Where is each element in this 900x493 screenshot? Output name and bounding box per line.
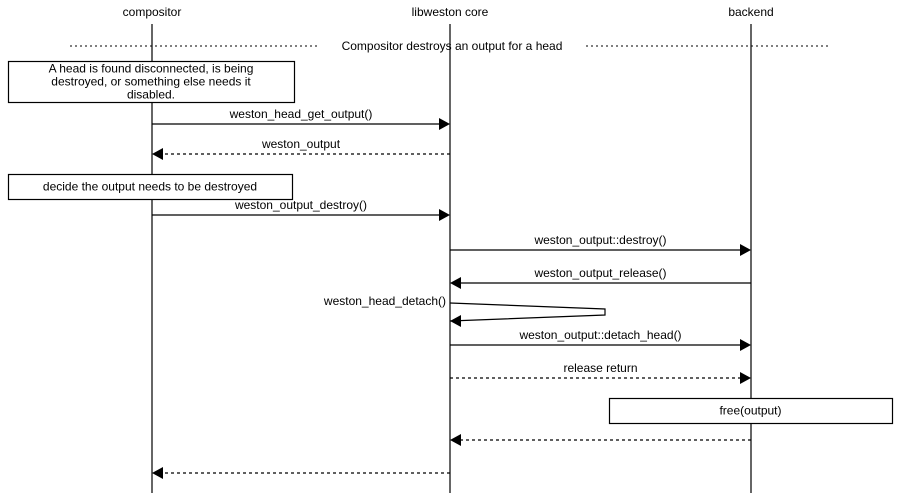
message-label-msg-weston-output-detach-head: weston_output::detach_head() (518, 328, 681, 342)
note-text-line-0: A head is found disconnected, is being (49, 62, 254, 76)
arrow-head-msg-release-return (740, 372, 751, 384)
note-note-head-disconnected: A head is found disconnected, is beingde… (7, 60, 296, 104)
actor-label-compositor: compositor (123, 5, 182, 19)
note-text-line-0: decide the output needs to be destroyed (43, 180, 257, 194)
note-text-line-2: disabled. (127, 88, 175, 102)
message-msg-weston-output-release: weston_output_release() (450, 266, 751, 289)
arrow-head-msg-weston-output-destroy (439, 209, 450, 221)
arrow-head-msg-weston-head-detach (450, 315, 461, 327)
note-text-line-1: destroyed, or something else needs it (51, 75, 251, 89)
message-msg-weston-head-detach: weston_head_detach() (323, 294, 606, 327)
note-note-free-output: free(output) (608, 397, 894, 425)
note-box-note-free-output (608, 397, 894, 425)
arrow-head-msg-weston-output-detach-head (740, 339, 751, 351)
banner-title-text: Compositor destroys an output for a head (342, 39, 563, 53)
message-msg-core-return (152, 467, 450, 479)
title-banner-layer: Compositor destroys an output for a head (70, 39, 830, 53)
message-label-msg-weston-output-release: weston_output_release() (533, 266, 666, 280)
message-label-msg-weston-head-detach: weston_head_detach() (323, 294, 446, 308)
arrow-head-msg-core-return (152, 467, 163, 479)
actor-labels-layer: compositor libweston core backend (123, 5, 774, 19)
message-label-msg-weston-output-destroy: weston_output_destroy() (234, 198, 367, 212)
arrow-head-msg-weston-head-get-output (439, 118, 450, 130)
selfcall-loop-msg-weston-head-detach (449, 302, 606, 322)
message-msg-weston-output-destroy-vfunc: weston_output::destroy() (450, 233, 751, 256)
message-label-msg-weston-output-destroy-vfunc: weston_output::destroy() (533, 233, 666, 247)
messages-layer: weston_head_get_output() weston_outputwes… (152, 107, 751, 479)
note-text-line-0: free(output) (719, 404, 781, 418)
note-box-note-decide-destroy (7, 173, 294, 201)
message-label-msg-weston-head-get-output: weston_head_get_output() (229, 107, 373, 121)
message-msg-release-return: release return (450, 361, 751, 384)
message-msg-backend-return (450, 434, 751, 446)
arrow-head-msg-weston-output-destroy-vfunc (740, 244, 751, 256)
arrow-head-msg-weston-output-release (450, 277, 461, 289)
note-box-note-head-disconnected (7, 60, 296, 104)
arrow-head-msg-backend-return (450, 434, 461, 446)
message-msg-weston-output-detach-head: weston_output::detach_head() (450, 328, 751, 351)
note-note-decide-destroy: decide the output needs to be destroyed (7, 173, 294, 201)
notes-layer: A head is found disconnected, is beingde… (7, 60, 894, 425)
message-msg-weston-output-return: weston_output (152, 137, 450, 160)
message-label-msg-release-return: release return (563, 361, 637, 375)
message-msg-weston-head-get-output: weston_head_get_output() (152, 107, 450, 130)
actor-label-libweston-core: libweston core (412, 5, 489, 19)
actor-label-backend: backend (728, 5, 773, 19)
message-msg-weston-output-destroy: weston_output_destroy() (152, 198, 450, 221)
message-label-msg-weston-output-return: weston_output (261, 137, 341, 151)
arrow-head-msg-weston-output-return (152, 148, 163, 160)
